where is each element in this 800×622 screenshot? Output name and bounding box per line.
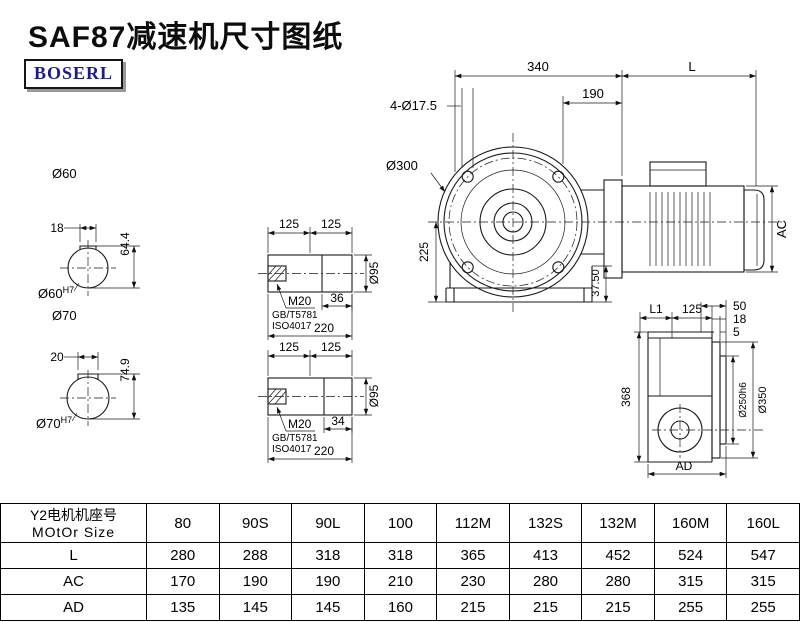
dim-L1: L1 bbox=[649, 302, 663, 316]
dim-220-top: 220 bbox=[314, 321, 334, 335]
dim-125a-top: 125 bbox=[279, 217, 299, 231]
dim-18-side: 18 bbox=[733, 312, 747, 326]
dim-dia95-top: Ø95 bbox=[367, 261, 381, 284]
dim-368: 368 bbox=[619, 387, 633, 407]
dimension-value-cell: 315 bbox=[726, 568, 800, 595]
technical-drawing: Ø60 18 64.4 Ø60H7 Ø70 20 74.9 Ø70H7 bbox=[36, 59, 789, 478]
brand-logo: BOSERL bbox=[24, 59, 124, 89]
dim-125a-bottom: 125 bbox=[279, 340, 299, 354]
dim-bore-60: Ø60H7 bbox=[38, 285, 74, 301]
motor-size-header-en: MOtOr Size bbox=[31, 524, 116, 540]
dimension-value-cell: 135 bbox=[146, 594, 220, 621]
frame-size-cell: 132M bbox=[581, 503, 655, 543]
dimension-value-cell: 524 bbox=[653, 542, 728, 569]
gearbox-side-view: L1 125 50 18 5 368 Ø250h6 Ø350 AD bbox=[619, 299, 769, 478]
dim-AD: AD bbox=[676, 459, 693, 473]
dim-keyh-70: 74.9 bbox=[118, 358, 132, 382]
dim-37-50: 37.50 bbox=[590, 269, 602, 297]
dimension-value-cell: 255 bbox=[726, 594, 800, 621]
dimension-value-cell: 280 bbox=[146, 542, 220, 569]
dim-34: 34 bbox=[331, 414, 345, 428]
dim-dia60-label: Ø60 bbox=[52, 166, 77, 181]
dim-L: L bbox=[688, 59, 695, 74]
std-gb-top: GB/T5781 bbox=[272, 310, 318, 321]
dimension-value-cell: 255 bbox=[653, 594, 728, 621]
std-iso-top: ISO4017 bbox=[272, 321, 312, 332]
shaft-side-view-top: 125 125 36 220 M20 GB/T5781 ISO4017 Ø95 bbox=[258, 217, 381, 340]
dim-340: 340 bbox=[527, 59, 549, 74]
dim-50: 50 bbox=[733, 299, 747, 313]
dimension-value-cell: 288 bbox=[218, 542, 293, 569]
dimension-value-cell: 210 bbox=[363, 568, 438, 595]
dim-keyw-70: 20 bbox=[50, 350, 64, 364]
dimension-value-cell: 190 bbox=[218, 568, 293, 595]
dimension-value-cell: 160 bbox=[363, 594, 438, 621]
gearbox-front-view: 340 L 190 4-Ø17.5 Ø300 225 37.50 AC bbox=[386, 59, 789, 312]
dim-125-side: 125 bbox=[682, 302, 702, 316]
frame-size-cell: 90S bbox=[218, 503, 293, 543]
dim-36: 36 bbox=[330, 291, 344, 305]
std-iso-bottom: ISO4017 bbox=[272, 444, 312, 455]
row-label-cell: L bbox=[0, 542, 147, 569]
dimension-value-cell: 170 bbox=[146, 568, 220, 595]
dim-bore-70: Ø70H7 bbox=[36, 415, 72, 431]
dim-bolt-holes: 4-Ø17.5 bbox=[390, 98, 437, 113]
dim-dia350: Ø350 bbox=[757, 387, 769, 414]
shaft-side-view-bottom: 125 125 34 220 M20 GB/T5781 ISO4017 Ø95 bbox=[258, 340, 381, 463]
dimension-value-cell: 190 bbox=[291, 568, 365, 595]
dimension-value-cell: 215 bbox=[508, 594, 583, 621]
dimension-value-cell: 215 bbox=[581, 594, 655, 621]
frame-size-cell: 90L bbox=[291, 503, 365, 543]
frame-size-cell: 80 bbox=[146, 503, 220, 543]
dim-225: 225 bbox=[417, 242, 431, 262]
dim-220-bottom: 220 bbox=[314, 444, 334, 458]
frame-size-cell: 160L bbox=[726, 503, 800, 543]
shaft-end-view-60: Ø60 18 64.4 Ø60H7 bbox=[38, 166, 140, 301]
dim-5: 5 bbox=[733, 325, 740, 339]
frame-size-cell: 160M bbox=[653, 503, 728, 543]
dim-190: 190 bbox=[582, 86, 604, 101]
dimension-value-cell: 145 bbox=[218, 594, 293, 621]
shaft-end-view-70: Ø70 20 74.9 Ø70H7 bbox=[36, 308, 140, 431]
dim-dia95-bottom: Ø95 bbox=[367, 384, 381, 407]
dim-125b-bottom: 125 bbox=[321, 340, 341, 354]
dim-dia70-label: Ø70 bbox=[52, 308, 77, 323]
frame-size-cell: 100 bbox=[363, 503, 438, 543]
dimension-value-cell: 280 bbox=[581, 568, 655, 595]
dim-keyw-60: 18 bbox=[50, 221, 64, 235]
dim-125b-top: 125 bbox=[321, 217, 341, 231]
motor-size-header-cn: Y2电机机座号 bbox=[29, 507, 118, 523]
row-label-cell: AD bbox=[0, 594, 147, 621]
dimension-value-cell: 318 bbox=[291, 542, 365, 569]
frame-size-cell: 112M bbox=[436, 503, 510, 543]
dimension-value-cell: 315 bbox=[653, 568, 728, 595]
dimension-value-cell: 318 bbox=[363, 542, 438, 569]
dimension-value-cell: 413 bbox=[508, 542, 583, 569]
dimension-value-cell: 365 bbox=[436, 542, 510, 569]
brand-logo-text: BOSERL bbox=[34, 63, 114, 83]
dimension-value-cell: 452 bbox=[581, 542, 655, 569]
dim-dia300: Ø300 bbox=[386, 158, 418, 173]
row-label-cell: AC bbox=[0, 568, 147, 595]
thread-callout-top: M20 bbox=[288, 294, 312, 308]
dimension-value-cell: 230 bbox=[436, 568, 510, 595]
thread-callout-bottom: M20 bbox=[288, 417, 312, 431]
dimension-value-cell: 280 bbox=[508, 568, 583, 595]
dimension-value-cell: 145 bbox=[291, 594, 365, 621]
dimension-value-cell: 547 bbox=[726, 542, 800, 569]
dim-keyh-60: 64.4 bbox=[118, 232, 132, 256]
dim-dia250h6: Ø250h6 bbox=[738, 382, 749, 418]
frame-size-cell: 132S bbox=[508, 503, 583, 543]
page-title: SAF87减速机尺寸图纸 bbox=[28, 21, 344, 54]
dim-AC: AC bbox=[774, 220, 789, 238]
std-gb-bottom: GB/T5781 bbox=[272, 433, 318, 444]
dimension-value-cell: 215 bbox=[436, 594, 510, 621]
